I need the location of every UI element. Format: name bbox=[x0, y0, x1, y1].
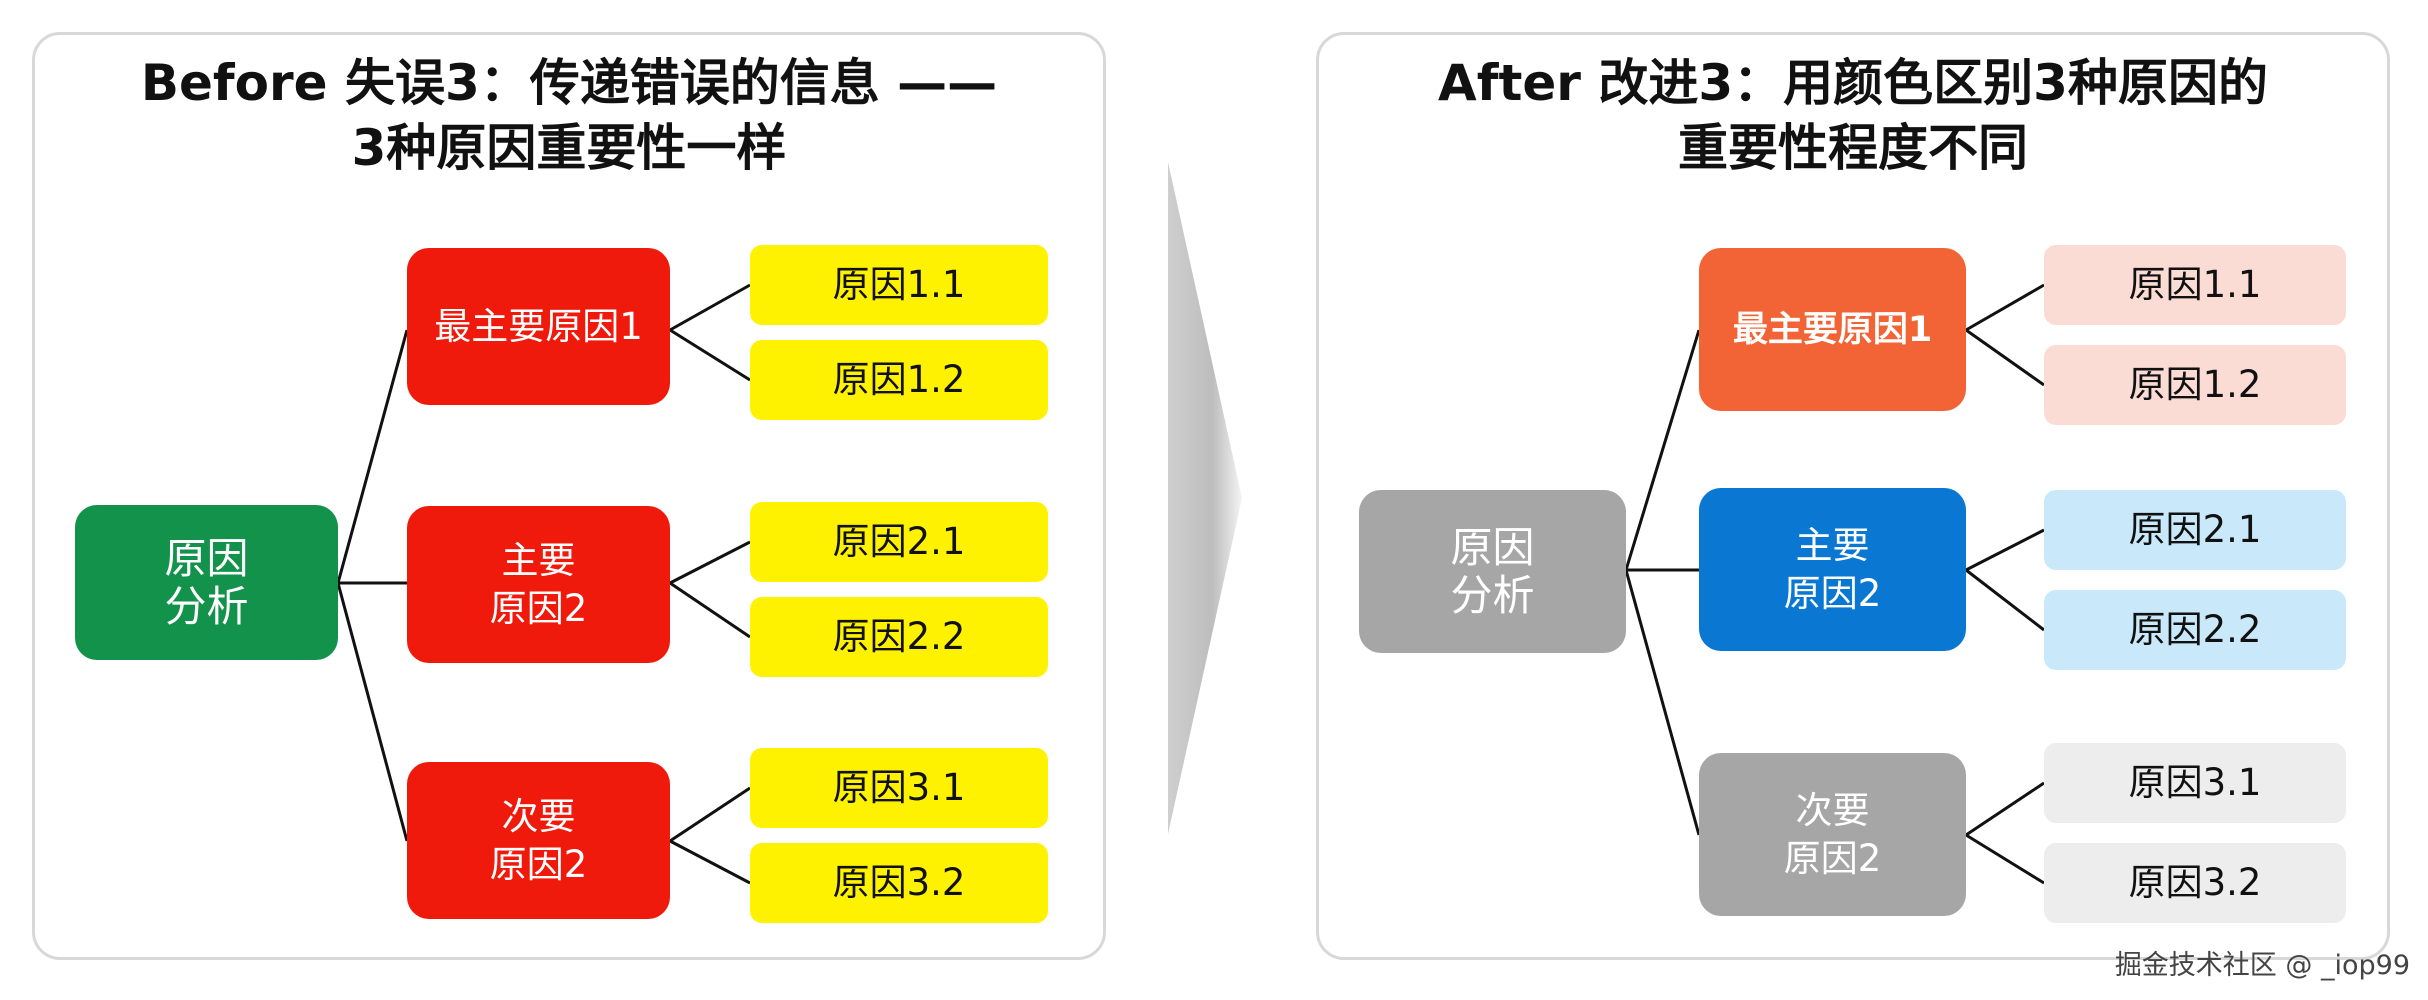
connector-tertiary-leaf1 bbox=[669, 786, 751, 843]
before-title-line1: Before 失误3：传递错误的信息 —— bbox=[140, 54, 998, 112]
transition-arrow-icon bbox=[1168, 162, 1242, 834]
after-panel: After 改进3：用颜色区别3种原因的 重要性程度不同 原因 分析 最主要原因… bbox=[1316, 32, 2390, 960]
connector-root-tertiary bbox=[336, 582, 409, 842]
before-panel: Before 失误3：传递错误的信息 —— 3种原因重要性一样 原因 分析 最主… bbox=[32, 32, 1106, 960]
before-leaf-3-2: 原因3.2 bbox=[750, 843, 1048, 923]
connector-tertiary-leaf1 bbox=[1965, 781, 2045, 837]
after-leaf-3-2: 原因3.2 bbox=[2044, 843, 2346, 923]
after-tertiary-cause-node: 次要 原因2 bbox=[1699, 753, 1966, 916]
connector-tertiary-leaf2 bbox=[1965, 833, 2045, 885]
after-leaf-1-2: 原因1.2 bbox=[2044, 345, 2346, 425]
after-title-line1: After 改进3：用颜色区别3种原因的 bbox=[1438, 54, 2268, 112]
before-leaf-2-1: 原因2.1 bbox=[750, 502, 1048, 582]
before-secondary-cause-node: 主要 原因2 bbox=[407, 506, 670, 663]
before-root-node: 原因 分析 bbox=[75, 505, 338, 660]
after-leaf-2-2: 原因2.2 bbox=[2044, 590, 2346, 670]
before-leaf-1-1: 原因1.1 bbox=[750, 245, 1048, 325]
connector-primary-leaf1 bbox=[669, 283, 751, 332]
after-primary-cause-node: 最主要原因1 bbox=[1699, 248, 1966, 411]
after-secondary-cause-node: 主要 原因2 bbox=[1699, 488, 1966, 651]
connector-primary-leaf1 bbox=[1965, 283, 2045, 332]
connector-tertiary-leaf2 bbox=[669, 839, 751, 885]
connector-primary-leaf2 bbox=[1965, 328, 2045, 387]
watermark: 掘金技术社区 @ _iop99 bbox=[2114, 950, 2410, 981]
connector-secondary-leaf1 bbox=[669, 540, 751, 585]
before-connector-lines bbox=[336, 283, 751, 885]
after-title-line2: 重要性程度不同 bbox=[1678, 119, 2028, 177]
connector-root-primary bbox=[336, 329, 409, 584]
connector-primary-leaf2 bbox=[669, 328, 751, 382]
before-primary-cause-node: 最主要原因1 bbox=[407, 248, 670, 405]
after-leaf-2-1: 原因2.1 bbox=[2044, 490, 2346, 570]
connector-root-tertiary bbox=[1624, 569, 1701, 836]
connector-root-primary bbox=[1624, 329, 1701, 571]
after-leaf-1-1: 原因1.1 bbox=[2044, 245, 2346, 325]
before-leaf-2-2: 原因2.2 bbox=[750, 597, 1048, 677]
before-leaf-1-2: 原因1.2 bbox=[750, 340, 1048, 420]
before-tertiary-cause-node: 次要 原因2 bbox=[407, 762, 670, 919]
after-connector-lines bbox=[1624, 283, 2045, 885]
connector-secondary-leaf2 bbox=[669, 581, 751, 639]
connector-secondary-leaf1 bbox=[1965, 528, 2045, 572]
after-leaf-3-1: 原因3.1 bbox=[2044, 743, 2346, 823]
before-title-line2: 3种原因重要性一样 bbox=[351, 119, 787, 177]
connector-secondary-leaf2 bbox=[1965, 568, 2045, 632]
before-leaf-3-1: 原因3.1 bbox=[750, 748, 1048, 828]
after-root-node: 原因 分析 bbox=[1359, 490, 1626, 653]
